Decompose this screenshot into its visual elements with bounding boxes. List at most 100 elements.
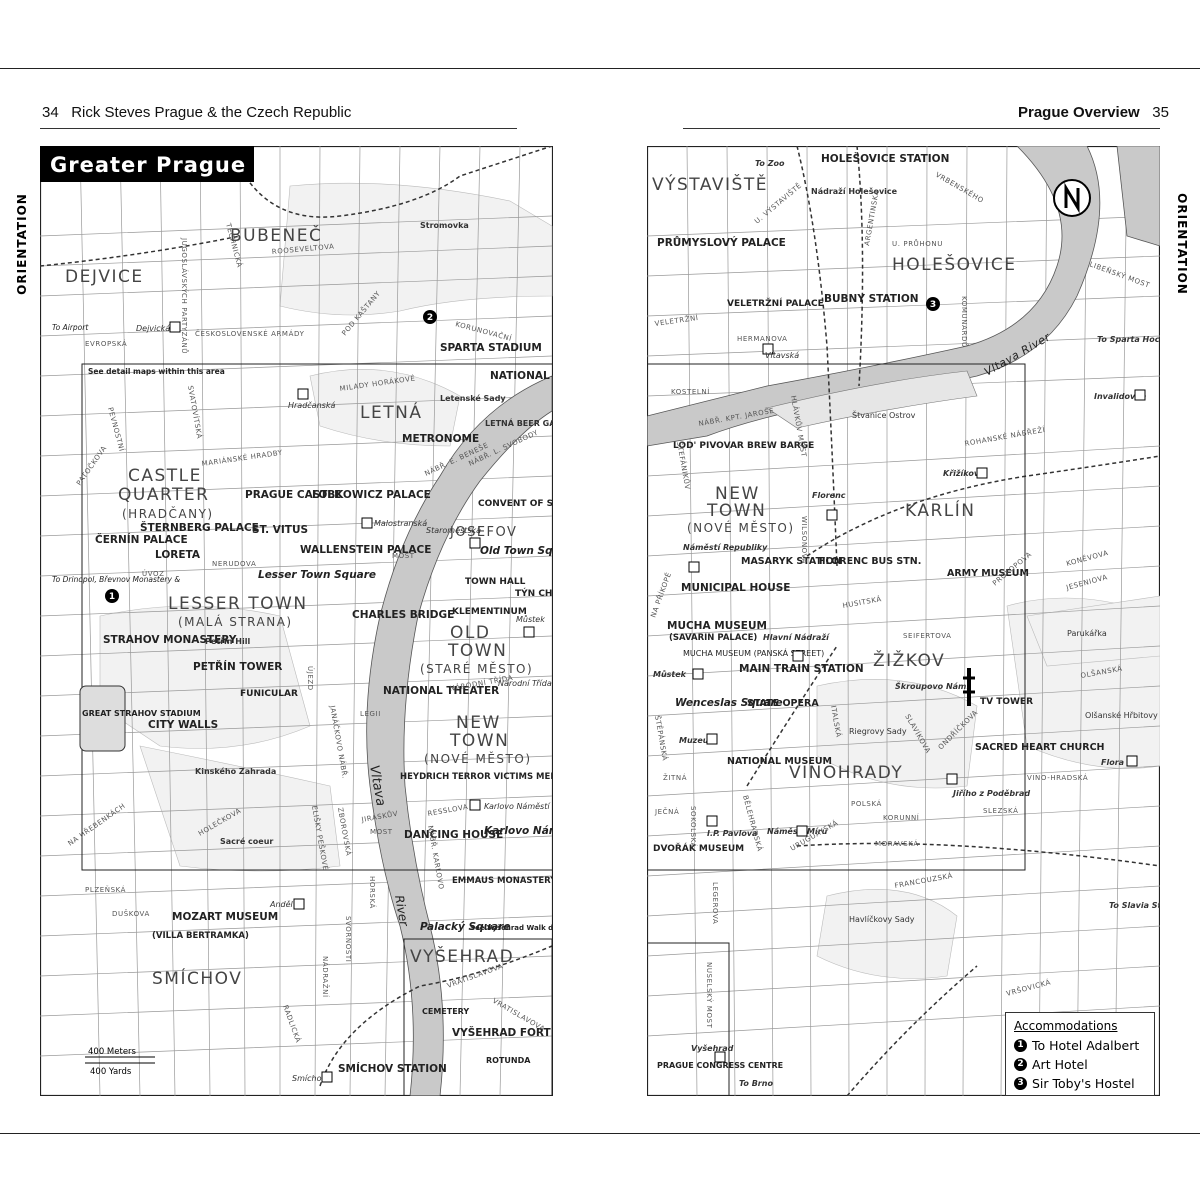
place-lod-pivovar: LOD' PIVOVAR BREW BARGE <box>673 441 814 451</box>
street-svornosti: SVORNOSTI <box>344 916 352 962</box>
metro-icon <box>796 825 808 837</box>
place-town-hall: TOWN HALL <box>465 577 526 587</box>
place-mucha-museum-panska: MUCHA MUSEUM (PANSKÁ STREET) <box>683 647 824 658</box>
accommodation-marker-number: 1 <box>109 592 115 602</box>
note-to-zoo: To Zoo <box>755 159 785 168</box>
great-strahov-stadium-shape <box>79 685 126 752</box>
district-nove-mesto: (NOVÉ MĚSTO) <box>687 520 795 535</box>
place-havlickovy-sady: Havlíčkovy Sady <box>849 914 915 924</box>
place-lesser-town-square: Lesser Town Square <box>258 569 376 581</box>
place-strahov-monastery: STRAHOV MONASTERY <box>103 634 237 646</box>
metro-icon <box>692 668 704 680</box>
letna-park <box>309 369 461 447</box>
railway <box>856 146 864 387</box>
metro-vysehrad: Vyšehrad <box>691 1043 734 1053</box>
district-quarter: QUARTER <box>118 485 209 505</box>
place-prumyslovy-palace: PRŮMYSLOVÝ PALACE <box>657 236 786 249</box>
book-spread <box>0 68 1200 1134</box>
district-vysehrad: VYŠEHRAD <box>410 945 514 967</box>
metro-florenc: Florenc <box>812 491 846 500</box>
right-page-number: 35 <box>1152 104 1169 121</box>
vysehrad-detail-frame <box>403 938 553 1096</box>
metro-icon <box>706 815 718 827</box>
railway <box>846 965 978 1096</box>
legend-item-number: 2 <box>1014 1058 1027 1071</box>
place-great-strahov-stadium: GREAT STRAHOV STADIUM <box>82 709 201 718</box>
metro-icon <box>688 561 700 573</box>
district-castle: CASTLE <box>128 466 202 486</box>
side-tab-label: ORIENTATION <box>1175 193 1189 295</box>
note-to-airport: To Airport <box>52 323 89 332</box>
note-detail-maps: See detail maps within this area <box>88 367 225 376</box>
metro-karlovo-namesti: Karlovo Náměstí <box>484 801 551 811</box>
place-riegrovy-sady: Riegrovy Sady <box>849 727 907 736</box>
district-zizkov: ŽIŽKOV <box>873 649 945 671</box>
place-stromovka: Stromovka <box>420 221 469 230</box>
place-mucha-museum: MUCHA MUSEUM <box>667 620 767 632</box>
place-karlovo-namesti: Karlovo Náměstí <box>484 825 553 837</box>
place-st-vitus: ST. VITUS <box>252 524 308 536</box>
place-tyn-church: TÝN CHURCH <box>515 587 553 599</box>
railway <box>796 146 838 567</box>
metro-krizikova: Křižíkova <box>943 469 984 478</box>
district-stare-mesto: (STARÉ MĚSTO) <box>420 661 533 676</box>
place-charles-bridge: CHARLES BRIDGE <box>352 609 454 621</box>
vltava-river <box>647 146 1101 447</box>
district-old: OLD <box>450 623 490 643</box>
place-metronome: METRONOME <box>402 433 479 445</box>
vltava-river-channel <box>1116 146 1160 247</box>
place-stvanice-ostrov: Štvanice Ostrov <box>852 409 916 420</box>
district-josefov: JOSEFOV <box>449 525 517 540</box>
street-uvoz: ÚVOZ <box>142 569 165 578</box>
legend-item-number: 1 <box>1014 1039 1027 1052</box>
accommodation-marker-number: 2 <box>427 313 433 323</box>
place-convent-st-agnes: CONVENT OF ST. AGNES <box>478 499 553 509</box>
street-sokolska: SOKOLSKÁ <box>689 806 698 848</box>
place-cemetery: CEMETERY <box>422 1007 469 1016</box>
street-korunni: KORUNNÍ <box>883 813 919 822</box>
street-jecna: JEČNÁ <box>654 807 679 816</box>
tv-tower-icon <box>963 668 975 706</box>
district-town: TOWN <box>447 641 507 661</box>
district-town: TOWN <box>706 501 766 521</box>
place-prague-congress-centre: PRAGUE CONGRESS CENTRE <box>657 1061 783 1070</box>
place-wenceslas-square: Wenceslas Square <box>675 697 783 709</box>
petrin-park <box>99 605 311 749</box>
street-zitna: ŽITNÁ <box>663 773 687 782</box>
metro-icon <box>169 321 181 333</box>
accommodation-marker <box>926 297 940 311</box>
stromovka-park <box>279 182 553 316</box>
note-to-brno: To Brno <box>739 1079 773 1088</box>
place-florenc-bus-station: FLORENC BUS STN. <box>819 556 921 567</box>
railway <box>40 235 241 267</box>
place-nadrazi-holesovice: Nádraží Holešovice <box>811 186 898 196</box>
place-national-museum: NATIONAL MUSEUM <box>727 756 832 767</box>
place-masaryk-station: MASARYK STATION <box>741 556 842 567</box>
metro-ip-pavlova: I.P. Pavlova <box>707 829 757 838</box>
place-letna-beer-garden: LETNÁ BEER GARDEN <box>485 417 553 428</box>
metro-icon <box>293 898 305 910</box>
place-national-technical-museum: NATIONAL TECHNICAL MUSEUM <box>490 370 553 382</box>
metro-jiriho-z-podebrad: Jiřího z Poděbrad <box>951 788 1030 798</box>
place-funicular: FUNICULAR <box>240 689 298 699</box>
metro-icon <box>792 650 804 662</box>
side-tab-label: ORIENTATION <box>15 193 29 295</box>
place-bubny-station: BUBNY STATION <box>824 293 919 305</box>
place-palacky-square: Palacký Square <box>420 921 510 933</box>
place-dvorak-museum: DVOŘÁK MUSEUM <box>653 842 744 854</box>
right-page-header: Prague Overview 35 <box>1018 104 1169 121</box>
right-header-rule <box>683 128 1160 129</box>
metro-icon <box>321 1071 333 1083</box>
metro-narodni-trida: Národní Třída <box>498 679 552 688</box>
street-legii: LEGII <box>360 710 381 718</box>
accommodations-legend: Accommodations 1 To Hotel Adalbert 2 Art… <box>1005 1012 1155 1096</box>
place-klementinum: KLEMENTINUM <box>452 607 527 617</box>
accommodation-marker <box>423 310 437 324</box>
metro-icon <box>976 467 988 479</box>
street-nuselsky-most: NUSELSKÝ MOST <box>705 962 714 1029</box>
street-nerudova: NERUDOVA <box>212 560 256 568</box>
place-letenske-sady: Letenské Sady <box>440 393 506 403</box>
metro-smichov: Smíchov <box>292 1074 326 1083</box>
metro-muzeum: Muzeum <box>679 736 717 745</box>
place-rotunda: ROTUNDA <box>486 1056 531 1065</box>
